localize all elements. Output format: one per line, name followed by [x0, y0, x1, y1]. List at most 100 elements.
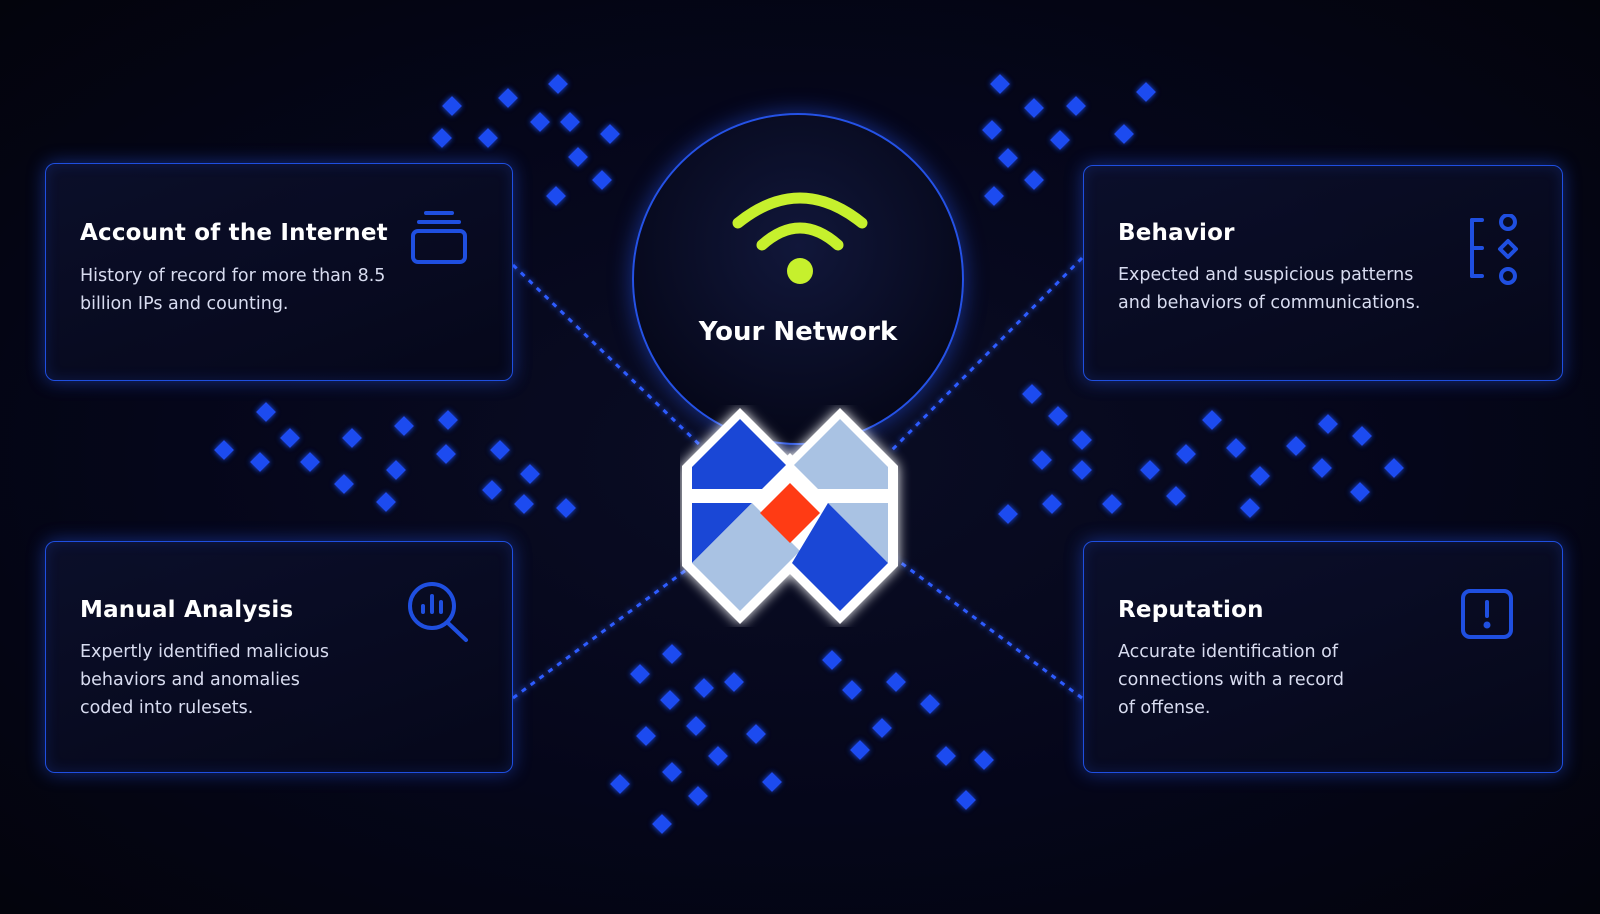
decorative-diamond — [490, 440, 510, 460]
decorative-diamond — [1384, 458, 1404, 478]
decorative-diamond — [498, 88, 518, 108]
decorative-diamond — [1312, 458, 1332, 478]
card-description-line: connections with a record — [1118, 670, 1344, 690]
decorative-diamond — [662, 644, 682, 664]
decorative-diamond — [1166, 486, 1186, 506]
decorative-diamond — [936, 746, 956, 766]
card-description-line: Accurate identification of — [1118, 642, 1338, 662]
decorative-diamond — [520, 464, 540, 484]
decorative-diamond — [334, 474, 354, 494]
card-description-line: Expertly identified malicious — [80, 642, 330, 662]
card-description-line: and behaviors of communications. — [1118, 293, 1421, 313]
decorative-diamond — [1286, 436, 1306, 456]
decorative-diamond — [974, 750, 994, 770]
decorative-diamond — [394, 416, 414, 436]
decorative-diamond — [1066, 96, 1086, 116]
card-manual-analysis: Manual Analysis Expertly identified mali… — [45, 541, 513, 773]
decorative-diamond — [432, 128, 452, 148]
decorative-diamond — [686, 716, 706, 736]
stack-icon — [411, 211, 467, 264]
card-reputation: Reputation Accurate identification of co… — [1083, 541, 1563, 773]
decorative-diamond — [1024, 170, 1044, 190]
wifi-icon — [732, 192, 868, 284]
decorative-diamond — [592, 170, 612, 190]
decorative-diamond — [478, 128, 498, 148]
card-description-line: of offense. — [1118, 698, 1211, 718]
decorative-diamond — [300, 452, 320, 472]
decorative-diamond — [514, 494, 534, 514]
decorative-diamond — [746, 724, 766, 744]
card-description: Accurate identification of connections w… — [1118, 638, 1344, 722]
card-title: Behavior — [1118, 220, 1235, 246]
decorative-diamond — [694, 678, 714, 698]
decorative-diamond — [568, 147, 588, 167]
decorative-diamond — [998, 148, 1018, 168]
flow-shapes-icon — [1470, 214, 1518, 285]
card-title: Reputation — [1118, 597, 1264, 623]
brand-logo — [682, 408, 898, 624]
decorative-diamond — [1352, 426, 1372, 446]
decorative-diamond — [214, 440, 234, 460]
decorative-diamond — [850, 740, 870, 760]
decorative-diamond — [630, 664, 650, 684]
decorative-diamond — [438, 410, 458, 430]
decorative-diamond — [652, 814, 672, 834]
decorative-diamond — [1022, 384, 1042, 404]
decorative-diamond — [1050, 130, 1070, 150]
decorative-diamond — [1072, 460, 1092, 480]
card-description-line: coded into rulesets. — [80, 698, 254, 718]
decorative-diamond — [556, 498, 576, 518]
decorative-diamond — [1226, 438, 1246, 458]
card-title: Manual Analysis — [80, 597, 294, 623]
decorative-diamond — [920, 694, 940, 714]
connector-top-right — [890, 256, 1084, 452]
decorative-diamond — [1114, 124, 1134, 144]
decorative-diamond — [984, 186, 1004, 206]
card-account-of-the-internet: Account of the Internet History of recor… — [45, 163, 513, 381]
decorative-diamond — [1250, 466, 1270, 486]
decorative-diamond — [886, 672, 906, 692]
decorative-diamond — [1136, 82, 1156, 102]
decorative-diamond — [610, 774, 630, 794]
card-description-line: History of record for more than 8.5 — [80, 266, 386, 286]
decorative-diamond — [1102, 494, 1122, 514]
decorative-diamond — [872, 718, 892, 738]
decorative-diamond — [990, 74, 1010, 94]
decorative-diamond — [842, 680, 862, 700]
decorative-diamond — [636, 726, 656, 746]
decorative-diamond — [436, 444, 456, 464]
card-title: Account of the Internet — [80, 220, 388, 246]
decorative-diamond — [1140, 460, 1160, 480]
decorative-diamond — [1048, 406, 1068, 426]
decorative-diamond — [982, 120, 1002, 140]
decorative-diamond — [688, 786, 708, 806]
decorative-diamond — [1202, 410, 1222, 430]
network-node: Your Network — [632, 113, 964, 445]
analytics-search-icon — [408, 582, 468, 642]
decorative-diamond — [1176, 444, 1196, 464]
connector-bottom-left — [512, 554, 706, 700]
network-label: Your Network — [698, 317, 898, 347]
card-description-line: behaviors and anomalies — [80, 670, 300, 690]
connector-lines — [511, 256, 1084, 700]
decorative-diamond — [1032, 450, 1052, 470]
decorative-diamond — [662, 762, 682, 782]
connector-bottom-right — [891, 554, 1083, 700]
decorative-diamond — [546, 186, 566, 206]
decorative-diamond — [376, 492, 396, 512]
card-behavior: Behavior Expected and suspicious pattern… — [1083, 165, 1563, 381]
decorative-diamond — [822, 650, 842, 670]
decorative-diamond — [600, 124, 620, 144]
decorative-diamond — [250, 452, 270, 472]
decorative-diamond — [998, 504, 1018, 524]
decorative-diamond — [724, 672, 744, 692]
decorative-diamond — [342, 428, 362, 448]
decorative-diamond — [956, 790, 976, 810]
card-description: History of record for more than 8.5 bill… — [80, 262, 385, 318]
decorative-diamond — [548, 74, 568, 94]
connector-top-left — [511, 263, 707, 452]
card-description-line: Expected and suspicious patterns — [1118, 265, 1414, 285]
decorative-diamond — [280, 428, 300, 448]
decorative-diamond — [1042, 494, 1062, 514]
